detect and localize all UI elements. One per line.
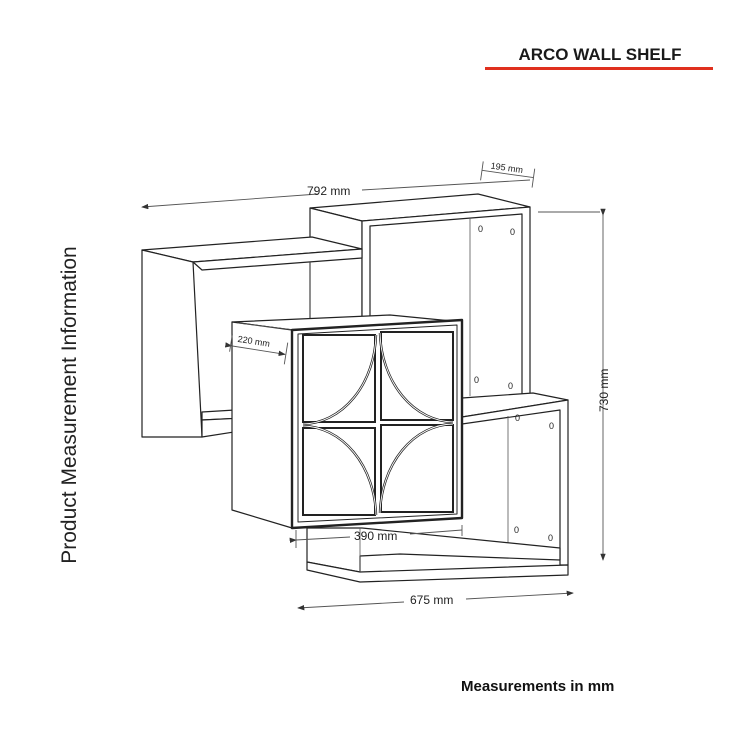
svg-text:0: 0: [548, 533, 553, 543]
title-underline: [485, 67, 713, 70]
svg-text:0: 0: [549, 421, 554, 431]
svg-text:0: 0: [510, 227, 515, 237]
left-cube: [141, 236, 363, 438]
dimension-730: 730 mm: [538, 208, 611, 561]
svg-text:675 mm: 675 mm: [410, 593, 453, 607]
svg-text:0: 0: [478, 224, 483, 234]
measurement-note: Measurements in mm: [461, 678, 615, 695]
svg-text:730 mm: 730 mm: [597, 369, 611, 412]
svg-text:0: 0: [508, 381, 513, 391]
product-title: ARCO WALL SHELF: [518, 45, 682, 64]
svg-text:195 mm: 195 mm: [490, 161, 524, 175]
svg-text:0: 0: [514, 525, 519, 535]
svg-text:792 mm: 792 mm: [307, 184, 350, 198]
svg-text:0: 0: [515, 413, 520, 423]
dimension-195: 195 mm: [480, 161, 536, 188]
bottom-right-cube: 0 0 0 0: [306, 392, 569, 583]
center-cube: [231, 314, 463, 529]
svg-text:390 mm: 390 mm: [354, 529, 397, 543]
top-right-cube: 0 0 0 0: [309, 193, 531, 401]
dimension-390: 390 mm: [289, 525, 463, 548]
decorative-door: [290, 318, 464, 530]
dimension-792: 792 mm: [141, 179, 531, 210]
svg-text:0: 0: [474, 375, 479, 385]
dimension-675: 675 mm: [297, 590, 574, 611]
